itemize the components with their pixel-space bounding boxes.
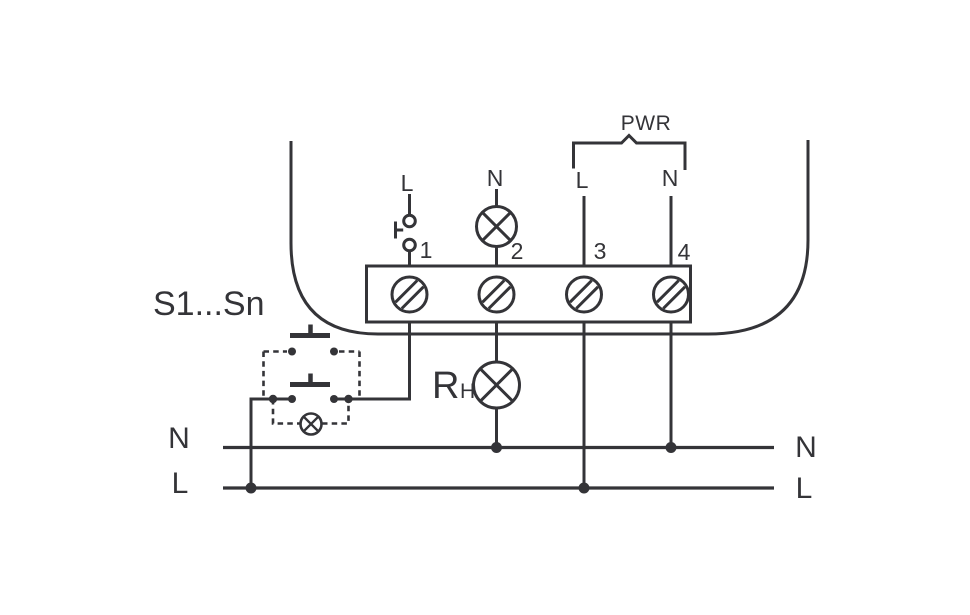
l-rail-label-right: L xyxy=(796,472,813,505)
supply-rails: N L N L xyxy=(168,422,817,505)
terminal-screw-icon-1 xyxy=(390,275,429,314)
terminal-4-wire-label: N xyxy=(662,165,679,191)
terminal-1-number: 1 xyxy=(420,237,433,263)
load-label-subscript: H xyxy=(460,380,475,403)
n-rail-label-left: N xyxy=(168,422,190,455)
terminal-block xyxy=(365,264,692,324)
terminal-2-number: 2 xyxy=(511,238,524,264)
l-rail-label-left: L xyxy=(172,467,189,500)
pwr-bracket: PWR xyxy=(572,112,687,170)
junction-dot xyxy=(245,482,257,494)
terminal-screw-icon-4 xyxy=(652,275,690,314)
terminal-2-wire-label: N xyxy=(487,165,504,191)
glow-lamp-icon xyxy=(299,412,323,436)
pwr-bracket-path xyxy=(572,133,687,170)
switch-group-label: S1...Sn xyxy=(153,285,265,323)
glow-lamp-branch-right xyxy=(322,399,350,425)
terminal-3-wire-label: L xyxy=(576,167,589,193)
wire-terminal-1-to-switch xyxy=(333,322,411,401)
n-rail-label-right: N xyxy=(795,431,817,464)
terminal-screw-icon-3 xyxy=(565,275,603,314)
terminal-screw-icon-2 xyxy=(477,275,516,314)
wire-switch-to-l-rail xyxy=(249,397,293,488)
pushbutton-contact-icon xyxy=(394,194,417,266)
terminal-1-wire-label: L xyxy=(401,170,414,196)
pushbutton-icon-upper xyxy=(288,324,338,356)
terminal-3-number: 3 xyxy=(594,238,607,264)
switch-group: S1...Sn xyxy=(153,285,361,436)
housing-outline-path xyxy=(289,140,810,336)
glow-lamp-branch-left xyxy=(271,399,300,425)
contact-terminal-top xyxy=(402,213,417,229)
pwr-label: PWR xyxy=(621,112,672,135)
pushbutton-icon-lower xyxy=(288,373,338,403)
terminal-4-number: 4 xyxy=(678,239,691,265)
junction-dot xyxy=(578,482,590,494)
load-label: R xyxy=(432,365,459,407)
device-housing-outline xyxy=(289,140,810,336)
load-lamp-icon: R H xyxy=(432,360,521,410)
junction-dot xyxy=(491,442,502,453)
lamp-icon-n-input xyxy=(475,189,518,266)
contact-terminal-bottom xyxy=(402,237,417,253)
junction-dot xyxy=(665,442,677,453)
